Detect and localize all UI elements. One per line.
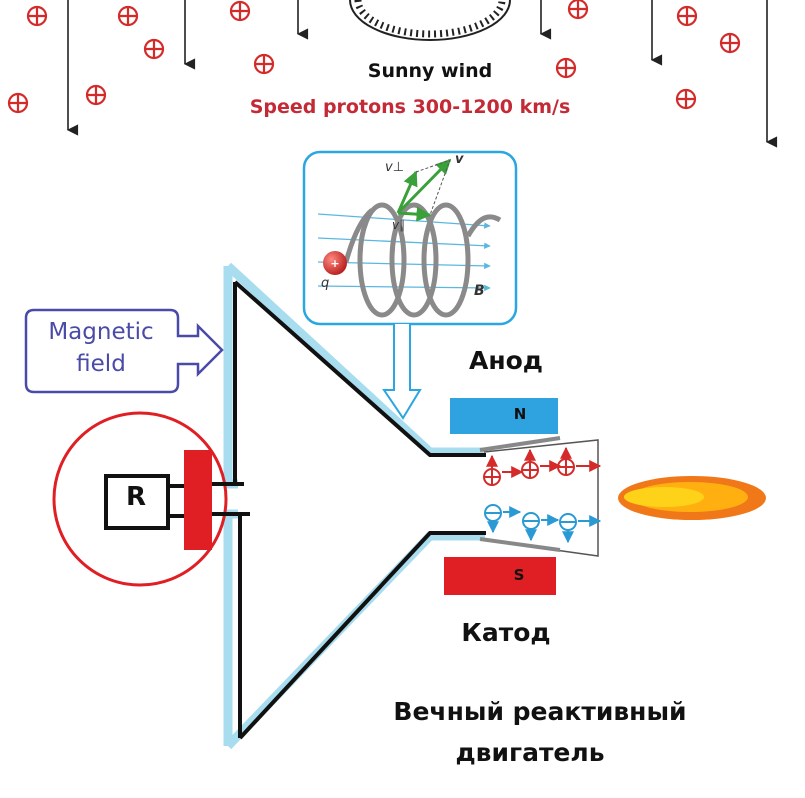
anode-label: Анод	[469, 346, 543, 375]
proton-icon	[483, 454, 524, 486]
south-pole-label: S	[513, 566, 525, 584]
sun-icon	[349, 0, 511, 41]
sunny-wind-title: Sunny wind	[367, 60, 493, 82]
proton-icon	[557, 446, 602, 476]
circuit	[52, 411, 244, 587]
proton-icon	[143, 38, 165, 60]
proton-icon	[567, 0, 589, 20]
magnet-north	[450, 398, 558, 434]
accelerated-electrons	[484, 504, 602, 544]
cathode-label: Катод	[461, 618, 551, 647]
circuit-loop	[52, 411, 228, 587]
inset-field-label: B	[474, 283, 485, 299]
caption-line1: Вечный реактивный	[393, 697, 687, 726]
proton-speed-label: Speed protons 300-1200 km/s	[249, 96, 571, 118]
magnetic-field-callout	[24, 308, 224, 394]
svg-text:+: +	[330, 257, 339, 270]
electron-icon	[522, 512, 560, 542]
terminal-block	[184, 450, 212, 550]
magnetic-field-label: Magnetic field	[28, 316, 174, 380]
proton-icon	[26, 5, 48, 27]
inset-pointer-arrow	[382, 324, 422, 420]
charge-q-icon: +	[323, 251, 347, 275]
electron-icon	[484, 504, 522, 534]
proton-icon	[229, 0, 251, 22]
magnetic-field-line2: field	[76, 351, 126, 377]
proton-icon	[719, 32, 741, 54]
solar-protons	[7, 0, 741, 114]
resistor-box	[104, 474, 170, 530]
inset-v-perp-label: v⊥	[385, 160, 405, 175]
proton-icon	[675, 88, 697, 110]
north-pole-label: N	[513, 405, 527, 423]
funnel-collector	[223, 262, 486, 750]
inset-v-label: v	[455, 152, 464, 167]
exhaust-flame	[618, 476, 766, 520]
proton-icon	[676, 5, 698, 27]
proton-icon	[85, 84, 107, 106]
helix-inset: +	[302, 150, 518, 326]
helix-path	[343, 202, 502, 318]
nozzle	[479, 436, 599, 557]
magnetic-field-line1: Magnetic	[48, 319, 154, 345]
proton-icon	[117, 5, 139, 27]
inset-v-parallel-label: v∥	[392, 218, 406, 232]
caption-line2: двигатель	[455, 738, 605, 767]
proton-icon	[253, 53, 275, 75]
magnet-south	[444, 557, 556, 595]
solar-wind-panel	[7, 0, 778, 148]
proton-icon	[7, 92, 29, 114]
accelerated-protons	[483, 446, 602, 486]
resistor-label: R	[125, 482, 147, 512]
proton-icon	[555, 57, 577, 79]
inset-charge-label: q	[321, 276, 330, 291]
falling-proton-lines	[66, 0, 778, 148]
velocity-vectors	[396, 158, 452, 222]
proton-icon	[521, 448, 562, 479]
electron-icon	[559, 513, 602, 544]
